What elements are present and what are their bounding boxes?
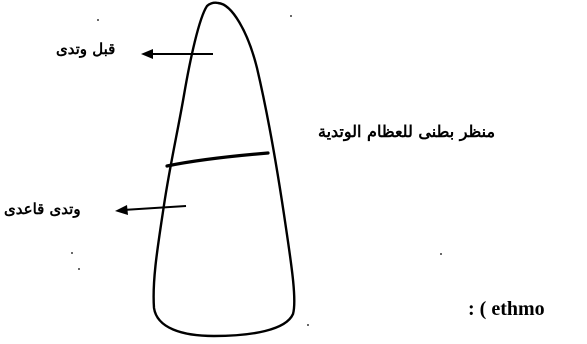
upper-pointer-arrowhead <box>141 49 153 59</box>
speck <box>307 324 309 326</box>
speck <box>71 252 73 254</box>
lower-region-label: وتدى قاعدى <box>4 202 81 217</box>
bone-outline <box>154 3 295 336</box>
figure-caption: منظر بطنى للعظام الوتدية <box>318 124 495 140</box>
division-line <box>167 153 268 166</box>
speck <box>97 19 99 21</box>
lower-pointer-arrowhead <box>115 205 128 215</box>
speck <box>290 15 292 17</box>
lower-pointer-line <box>124 206 186 210</box>
speck <box>440 253 442 255</box>
trailing-text: : ( ethmo <box>468 299 545 319</box>
upper-region-label: قبل وتدى <box>56 42 115 57</box>
speck <box>78 268 80 270</box>
